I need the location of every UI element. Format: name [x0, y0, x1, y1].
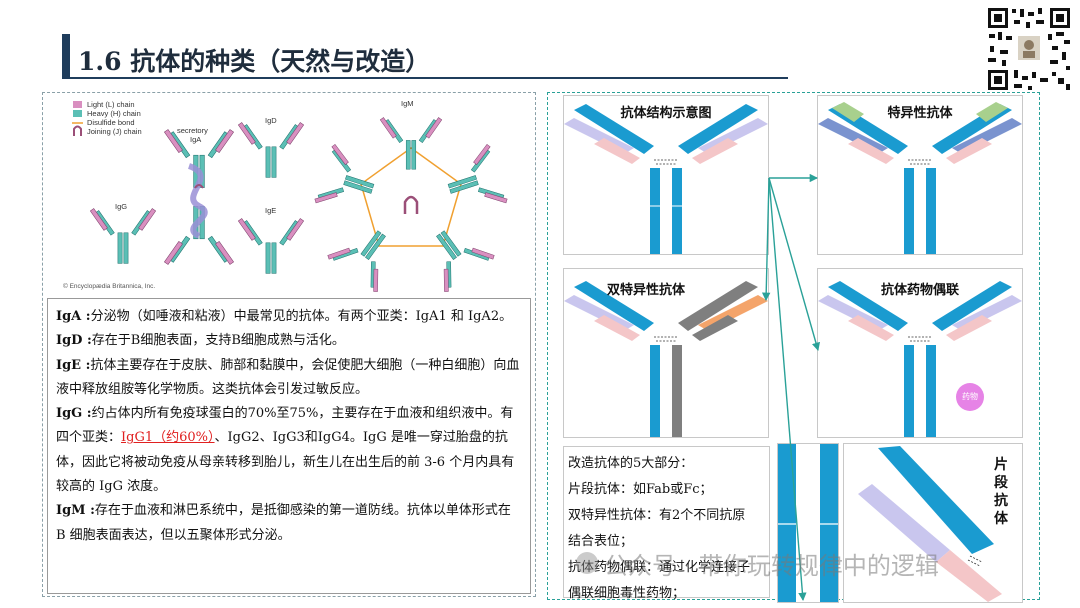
title-accent-bar: [62, 34, 70, 78]
card-title-bispecific: 双特异性抗体: [606, 283, 685, 298]
card-antibody-drug-conjugate: 抗体药物偶联 药物: [817, 268, 1023, 438]
iga-description: IgA :分泌物（如唾液和粘液）中最常见的抗体。有两个亚类：IgA1 和 IgA…: [56, 309, 513, 324]
card-title-adc: 抗体药物偶联: [880, 283, 959, 298]
qr-code-icon: [986, 6, 1072, 92]
card-antibody-structure: 抗体结构示意图: [563, 95, 769, 255]
wechat-logo-icon: [576, 552, 598, 574]
igm-structure: [313, 117, 509, 292]
iga-structure: [164, 129, 234, 265]
ige-description: IgE :抗体主要存在于皮肤、肺部和黏膜中，会促使肥大细胞（一种白细胞）向血液中…: [56, 357, 520, 397]
legend-heavy-chain: Heavy (H) chain: [87, 109, 141, 118]
secretory-label: secretory: [177, 126, 208, 135]
modification-notes: 改造抗体的5大部分： 片段抗体：如Fab或Fc； 双特异性抗体：有2个不同抗原 …: [563, 446, 770, 601]
mod-item: 偶联细胞毒性药物；: [568, 586, 686, 601]
mod-item: 双特异性抗体：有2个不同抗原: [568, 508, 746, 523]
fc-fragment-illustration: [778, 444, 838, 602]
card-specific-antibody: 特异性抗体: [817, 95, 1023, 255]
antibody-structure-illustration: [564, 104, 768, 254]
mod-item: 抗体药物偶联：通过化学连接子: [568, 560, 751, 575]
igm-description: IgM :存在于血液和淋巴系统中，是抵御感染的第一道防线。抗体以单体形式在 B …: [56, 503, 511, 543]
igd-label: IgD: [265, 116, 277, 125]
card-fc-fragment: [777, 443, 839, 603]
diagram-legend: Light (L) chain Heavy (H) chain Disulfid…: [72, 100, 142, 136]
ige-label: IgE: [265, 206, 276, 215]
natural-antibodies-panel: [42, 92, 536, 597]
drug-label: 药物: [962, 392, 978, 401]
legend-disulfide-bond: Disulfide bond: [87, 118, 135, 127]
bispecific-antibody-illustration: [564, 281, 768, 437]
antibody-classes-diagram: Light (L) chain Heavy (H) chain Disulfid…: [49, 96, 531, 292]
legend-joining-chain: Joining (J) chain: [87, 127, 142, 136]
igg1-highlight: IgG1（约60%）: [121, 430, 215, 446]
igm-label: IgM: [401, 99, 414, 108]
antibody-descriptions: IgA :分泌物（如唾液和粘液）中最常见的抗体。有两个亚类：IgA1 和 IgA…: [47, 298, 531, 594]
specific-antibody-illustration: [818, 102, 1022, 254]
igg-label: IgG: [115, 202, 127, 211]
adc-illustration: [818, 281, 1022, 437]
legend-light-chain: Light (L) chain: [87, 100, 135, 109]
card-title-specific: 特异性抗体: [887, 106, 953, 121]
card-title-structure: 抗体结构示意图: [620, 106, 712, 121]
card-fab-fragment: 片段抗体: [843, 443, 1023, 603]
igd-description: IgD :存在于B细胞表面，支持B细胞成熟与活化。: [56, 333, 345, 349]
mod-heading: 改造抗体的5大部分：: [568, 456, 694, 471]
card-title-fragment: 片段抗体: [994, 457, 1008, 527]
fab-fragment-illustration: [858, 446, 1002, 602]
page-title: 1.6 抗体的种类（天然与改造）: [78, 47, 431, 76]
igg-description: IgG :约占体内所有免疫球蛋白的70%至75%，主要存在于血液和组织液中。有四…: [56, 406, 515, 495]
title-underline: [62, 77, 788, 79]
mod-item: 片段抗体：如Fab或Fc；: [568, 482, 713, 497]
iga-label: IgA: [190, 135, 201, 144]
card-bispecific-antibody: 双特异性抗体: [563, 268, 769, 438]
watermark-text: 公众号 · 带你玩转规律中的逻辑: [604, 552, 939, 580]
copyright-text: © Encyclopædia Britannica, Inc.: [63, 282, 155, 290]
mod-item: 结合表位；: [568, 534, 634, 549]
